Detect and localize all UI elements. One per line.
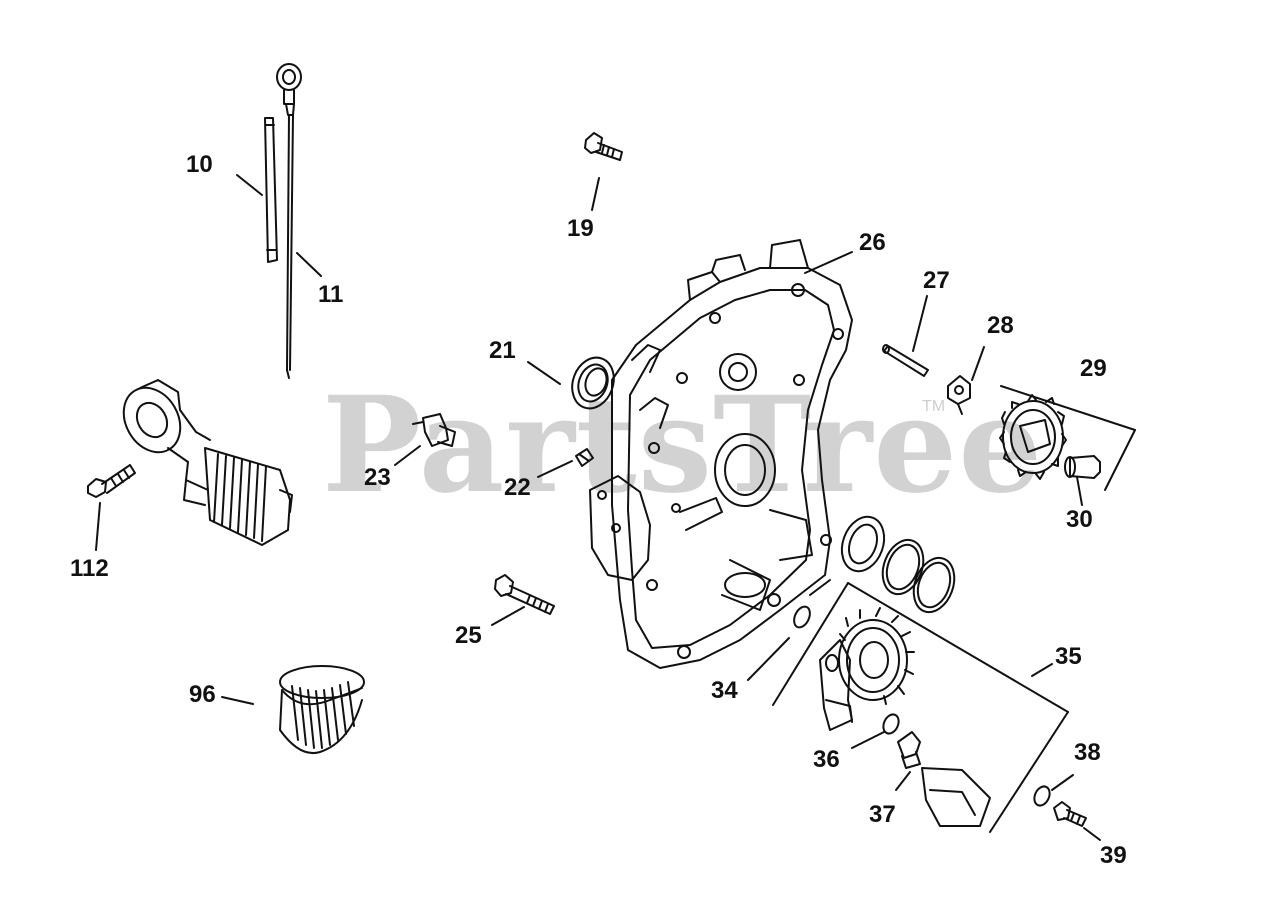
- callout-21: 21: [489, 337, 516, 364]
- callout-10: 10: [186, 151, 213, 178]
- callout-36: 36: [813, 746, 840, 773]
- part-29-governor-gear: [999, 385, 1136, 491]
- part-30-governor-pin: [1064, 455, 1101, 506]
- part-35-oil-pump-assembly: [772, 582, 1069, 833]
- part-22-plug: [537, 448, 594, 478]
- callout-11: 11: [318, 281, 344, 308]
- part-34-o-ring: [747, 605, 811, 681]
- part-39-screw: [1053, 801, 1101, 841]
- part-96-oil-filter: [221, 665, 365, 754]
- part-21-oil-seal: [527, 356, 615, 410]
- watermark-text: PartsTree: [322, 368, 1044, 523]
- callout-28: 28: [987, 312, 1014, 339]
- callout-25: 25: [455, 622, 482, 649]
- callout-26: 26: [859, 229, 886, 256]
- callout-29: 29: [1080, 355, 1107, 382]
- callout-37: 37: [869, 801, 896, 828]
- part-26-crankcase-cover: [589, 239, 853, 669]
- callout-30: 30: [1066, 506, 1093, 533]
- watermark-trademark: TM: [922, 398, 946, 415]
- part-36-o-ring: [851, 713, 900, 749]
- callout-112: 112: [70, 555, 109, 582]
- callout-34: 34: [711, 677, 738, 704]
- seal-and-gaskets: [840, 515, 956, 614]
- part-38-washer: [1033, 774, 1074, 807]
- callout-35: 35: [1055, 643, 1082, 670]
- part-112-screw: [87, 464, 136, 551]
- callout-96: 96: [189, 681, 216, 708]
- part-25-bolt: [491, 574, 555, 626]
- part-11-dipstick: [276, 63, 322, 379]
- callout-22: 22: [504, 474, 531, 501]
- callout-27: 27: [923, 267, 950, 294]
- callout-38: 38: [1074, 739, 1101, 766]
- oil-cooler-assembly: [122, 379, 293, 546]
- part-28-clip: [947, 346, 985, 415]
- part-23-pressure-switch: [394, 413, 456, 466]
- part-27-dowel-pin: [882, 295, 929, 377]
- part-37-fitting: [895, 731, 991, 827]
- callout-23: 23: [364, 464, 391, 491]
- part-10-dipstick-tube: [236, 117, 278, 263]
- callout-39: 39: [1100, 842, 1127, 869]
- part-19-bolt: [584, 132, 623, 211]
- callout-19: 19: [567, 215, 594, 242]
